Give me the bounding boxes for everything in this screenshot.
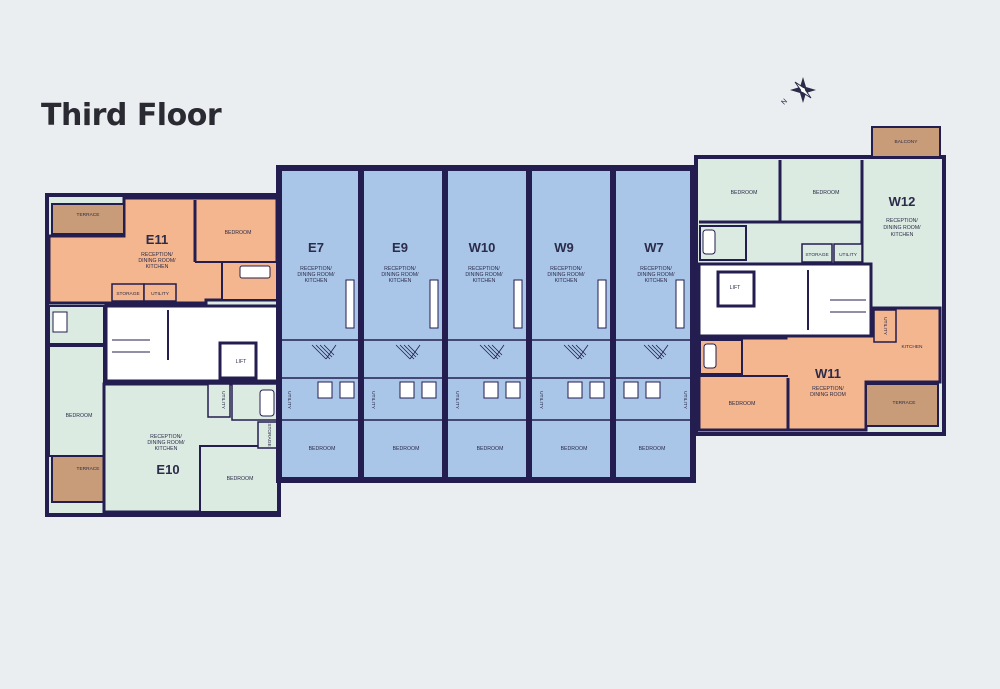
unit-w11-label: W11: [815, 366, 841, 381]
e11-reception-line2: DINING ROOM/: [138, 258, 176, 264]
unit-w10-area: [448, 171, 526, 477]
w12-reception-line2: DINING ROOM/: [883, 225, 921, 231]
w12-bedroom2-label: BEDROOM: [813, 190, 840, 196]
e9-reception-line1: RECEPTION/: [384, 266, 416, 272]
w11-reception-line1: RECEPTION/: [812, 386, 844, 392]
e9-reception-line3: KITCHEN: [389, 278, 412, 284]
unit-w10-label: W10: [469, 240, 496, 255]
e11-reception-line3: KITCHEN: [146, 264, 169, 270]
unit-w12-label: W12: [889, 194, 916, 209]
e7-bedroom-label: BEDROOM: [309, 446, 336, 452]
e11-storage-label: STORAGE: [116, 291, 139, 297]
e10-bedroom1-label: BEDROOM: [66, 413, 93, 419]
e11-reception-line1: RECEPTION/: [141, 252, 173, 258]
e9-utility-label: UTILITY: [370, 391, 376, 410]
unit-e7-area: [282, 171, 358, 477]
e9-bedroom-label: BEDROOM: [393, 446, 420, 452]
e11-terrace: [51, 203, 125, 235]
w9-utility-label: UTILITY: [538, 391, 544, 410]
w11-bedroom-label: BEDROOM: [729, 401, 756, 407]
compass-rose-icon: N: [780, 77, 816, 106]
e7-reception-line2: DINING ROOM/: [297, 272, 335, 278]
west-lift-label: LIFT: [730, 285, 741, 291]
e11-terrace-label: TERRACE: [77, 212, 100, 218]
unit-w9-label: W9: [554, 240, 574, 255]
w10-reception-line2: DINING ROOM/: [465, 272, 503, 278]
e11-bedroom-label: BEDROOM: [225, 230, 252, 236]
w11-terrace: [865, 383, 939, 427]
unit-w7-label: W7: [644, 240, 664, 255]
unit-e9-label: E9: [392, 240, 408, 255]
e10-reception-line2: DINING ROOM/: [147, 440, 185, 446]
unit-e10-label: E10: [156, 462, 179, 477]
e7-reception-line1: RECEPTION/: [300, 266, 332, 272]
e11-utility-label: UTILITY: [151, 291, 170, 297]
page-title: Third Floor: [41, 98, 222, 133]
w12-balcony: [871, 126, 941, 158]
west-lift: [716, 270, 756, 308]
w7-reception-line3: KITCHEN: [645, 278, 668, 284]
w10-bedroom-label: BEDROOM: [477, 446, 504, 452]
w12-reception-line1: RECEPTION/: [886, 218, 918, 224]
e10-utility-label: UTILITY: [220, 391, 226, 410]
w12-storage-label: STORAGE: [805, 252, 828, 258]
w10-reception-line3: KITCHEN: [473, 278, 496, 284]
unit-e7-label: E7: [308, 240, 324, 255]
e10-storage-label: STORAGE: [266, 423, 272, 446]
unit-w9-area: [532, 171, 610, 477]
w7-utility-label: UTILITY: [682, 391, 688, 410]
east-lift: [218, 341, 258, 380]
w12-utility-label: UTILITY: [839, 252, 858, 258]
e10-terrace-label: TERRACE: [77, 466, 100, 472]
unit-e11-label: E11: [146, 232, 168, 247]
w11-utility-label: UTILITY: [882, 317, 888, 336]
e10-reception-line3: KITCHEN: [155, 446, 178, 452]
w9-bedroom-label: BEDROOM: [561, 446, 588, 452]
w11-terrace-label: TERRACE: [893, 400, 916, 406]
compass-north-label: N: [780, 98, 789, 107]
central-block: [276, 165, 696, 483]
w12-balcony-label: BALCONY: [895, 139, 919, 145]
e10-reception-line1: RECEPTION/: [150, 434, 182, 440]
e10-bedroom2-label: BEDROOM: [227, 476, 254, 482]
east-lift-label: LIFT: [236, 359, 247, 365]
w7-reception-line2: DINING ROOM/: [637, 272, 675, 278]
w11-reception-line2: DINING ROOM: [810, 392, 846, 398]
e9-reception-line2: DINING ROOM/: [381, 272, 419, 278]
w9-reception-line3: KITCHEN: [555, 278, 578, 284]
w10-reception-line1: RECEPTION/: [468, 266, 500, 272]
w9-reception-line1: RECEPTION/: [550, 266, 582, 272]
w12-reception-line3: KITCHEN: [891, 232, 914, 238]
w7-reception-line1: RECEPTION/: [640, 266, 672, 272]
unit-e9-area: [364, 171, 442, 477]
e7-utility-label: UTILITY: [286, 391, 292, 410]
w7-bedroom-label: BEDROOM: [639, 446, 666, 452]
w10-utility-label: UTILITY: [454, 391, 460, 410]
w11-kitchen-label: KITCHEN: [901, 344, 923, 350]
w12-bedroom1-label: BEDROOM: [731, 190, 758, 196]
w9-reception-line2: DINING ROOM/: [547, 272, 585, 278]
e7-reception-line3: KITCHEN: [305, 278, 328, 284]
